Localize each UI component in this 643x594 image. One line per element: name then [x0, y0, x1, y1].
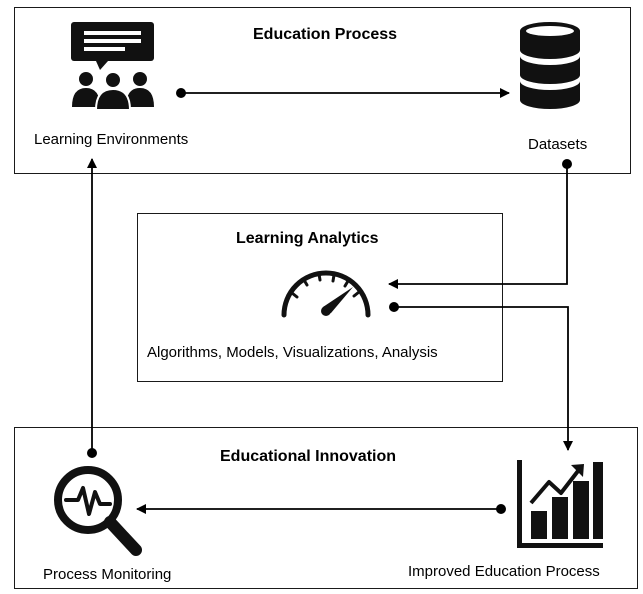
- arrow-environments-to-datasets: [176, 88, 510, 98]
- learning-analytics-box: [137, 213, 503, 382]
- learning-analytics-subtitle: Algorithms, Models, Visualizations, Anal…: [147, 344, 438, 361]
- arrow-analytics-to-improved: [389, 302, 573, 451]
- education-process-title: Education Process: [253, 26, 398, 43]
- arrow-datasets-to-analytics: [388, 159, 572, 289]
- learning-analytics-title: Learning Analytics: [236, 230, 379, 247]
- learning-environments-label: Learning Environments: [34, 131, 189, 148]
- arrow-monitoring-to-environments: [87, 158, 97, 458]
- process-monitoring-label: Process Monitoring: [43, 566, 172, 583]
- arrow-improved-to-monitoring: [136, 504, 506, 514]
- improved-education-process-label: Improved Education Process: [408, 563, 600, 580]
- educational-innovation-title: Educational Innovation: [220, 448, 397, 465]
- datasets-label: Datasets: [528, 136, 588, 153]
